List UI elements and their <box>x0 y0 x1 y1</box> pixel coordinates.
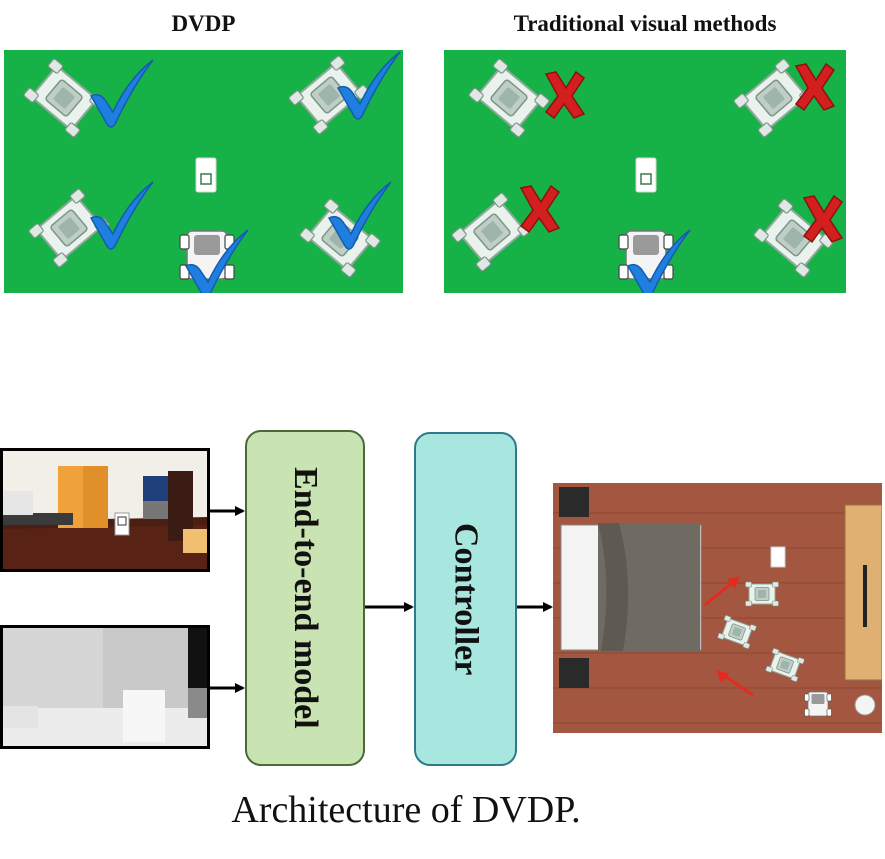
check-icon <box>90 59 154 128</box>
check-icon <box>90 181 154 250</box>
robot-icon <box>467 57 551 139</box>
end-to-end-model-label: End-to-end model <box>287 467 324 729</box>
robot-icon <box>745 581 779 607</box>
cross-icon <box>795 63 835 111</box>
robot-icon <box>804 691 832 717</box>
traditional-panel-title: Traditional visual methods <box>513 11 777 36</box>
dvdp-formation-panel <box>4 50 403 293</box>
cross-icon <box>545 71 585 119</box>
controller-box: Controller <box>414 432 517 766</box>
cross-icon <box>520 185 560 233</box>
traditional-formation-panel <box>444 50 846 293</box>
robot-icon <box>287 54 371 136</box>
controller-label: Controller <box>447 522 485 676</box>
simulation-scene-image <box>553 483 882 733</box>
figure-caption: Architecture of DVDP. <box>231 789 581 831</box>
end-to-end-model-box: End-to-end model <box>245 430 365 766</box>
dvdp-panel-title: DVDP <box>171 11 236 36</box>
rgb-input-image <box>0 448 210 572</box>
marker-icon <box>635 157 657 193</box>
marker-icon <box>195 157 217 193</box>
robot-icon <box>450 191 534 273</box>
depth-input-image <box>0 625 210 749</box>
